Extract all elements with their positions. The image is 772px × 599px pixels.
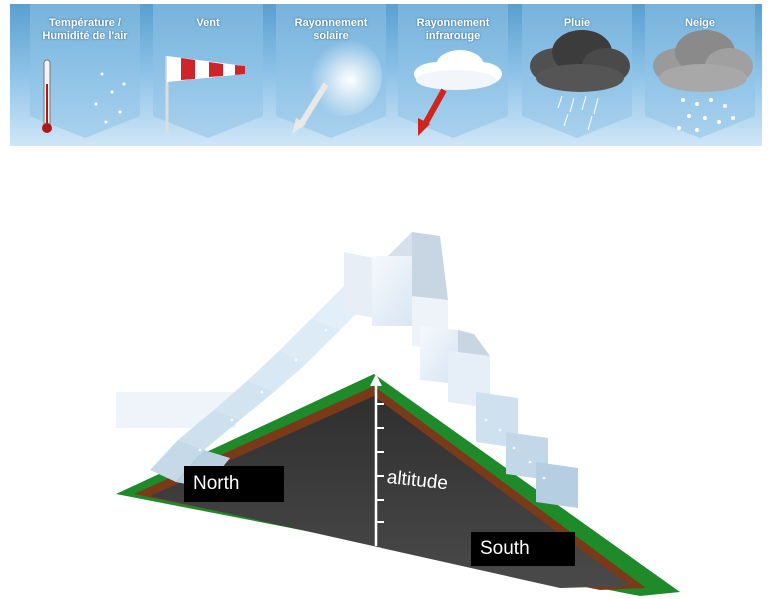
panel-rain: Pluie <box>522 4 632 138</box>
thermometer-icon <box>30 4 140 138</box>
south-snowpack <box>344 226 578 508</box>
panel-infrared-radiation: Rayonnement infrarouge <box>398 4 508 138</box>
panel-snow: Neige <box>645 4 755 138</box>
panel-label: Vent <box>196 17 220 29</box>
altitude-arrowhead-icon <box>370 374 382 386</box>
panel-temperature-humidity: Température / Humidité de l'air <box>30 4 140 138</box>
panel-label: Pluie <box>563 17 591 29</box>
altitude-ticks <box>376 403 384 523</box>
panel-label: Rayonnement infrarouge <box>416 17 490 42</box>
south-label: South <box>471 532 575 566</box>
panel-label: Neige <box>685 17 715 29</box>
panel-label: Rayonnement solaire <box>294 17 368 42</box>
altitude-axis <box>370 374 384 546</box>
north-label: North <box>184 466 284 502</box>
windsock-icon <box>153 4 263 138</box>
snow-cloud-icon <box>645 4 755 138</box>
snow-texture <box>198 328 546 480</box>
panel-solar-radiation: Rayonnement solaire <box>276 4 386 138</box>
rain-cloud-icon <box>522 4 632 138</box>
panel-label: Température / Humidité de l'air <box>42 17 128 42</box>
infrared-ray-icon <box>398 4 508 138</box>
panel-wind: Vent <box>153 4 263 138</box>
sun-ray-icon <box>276 4 386 138</box>
